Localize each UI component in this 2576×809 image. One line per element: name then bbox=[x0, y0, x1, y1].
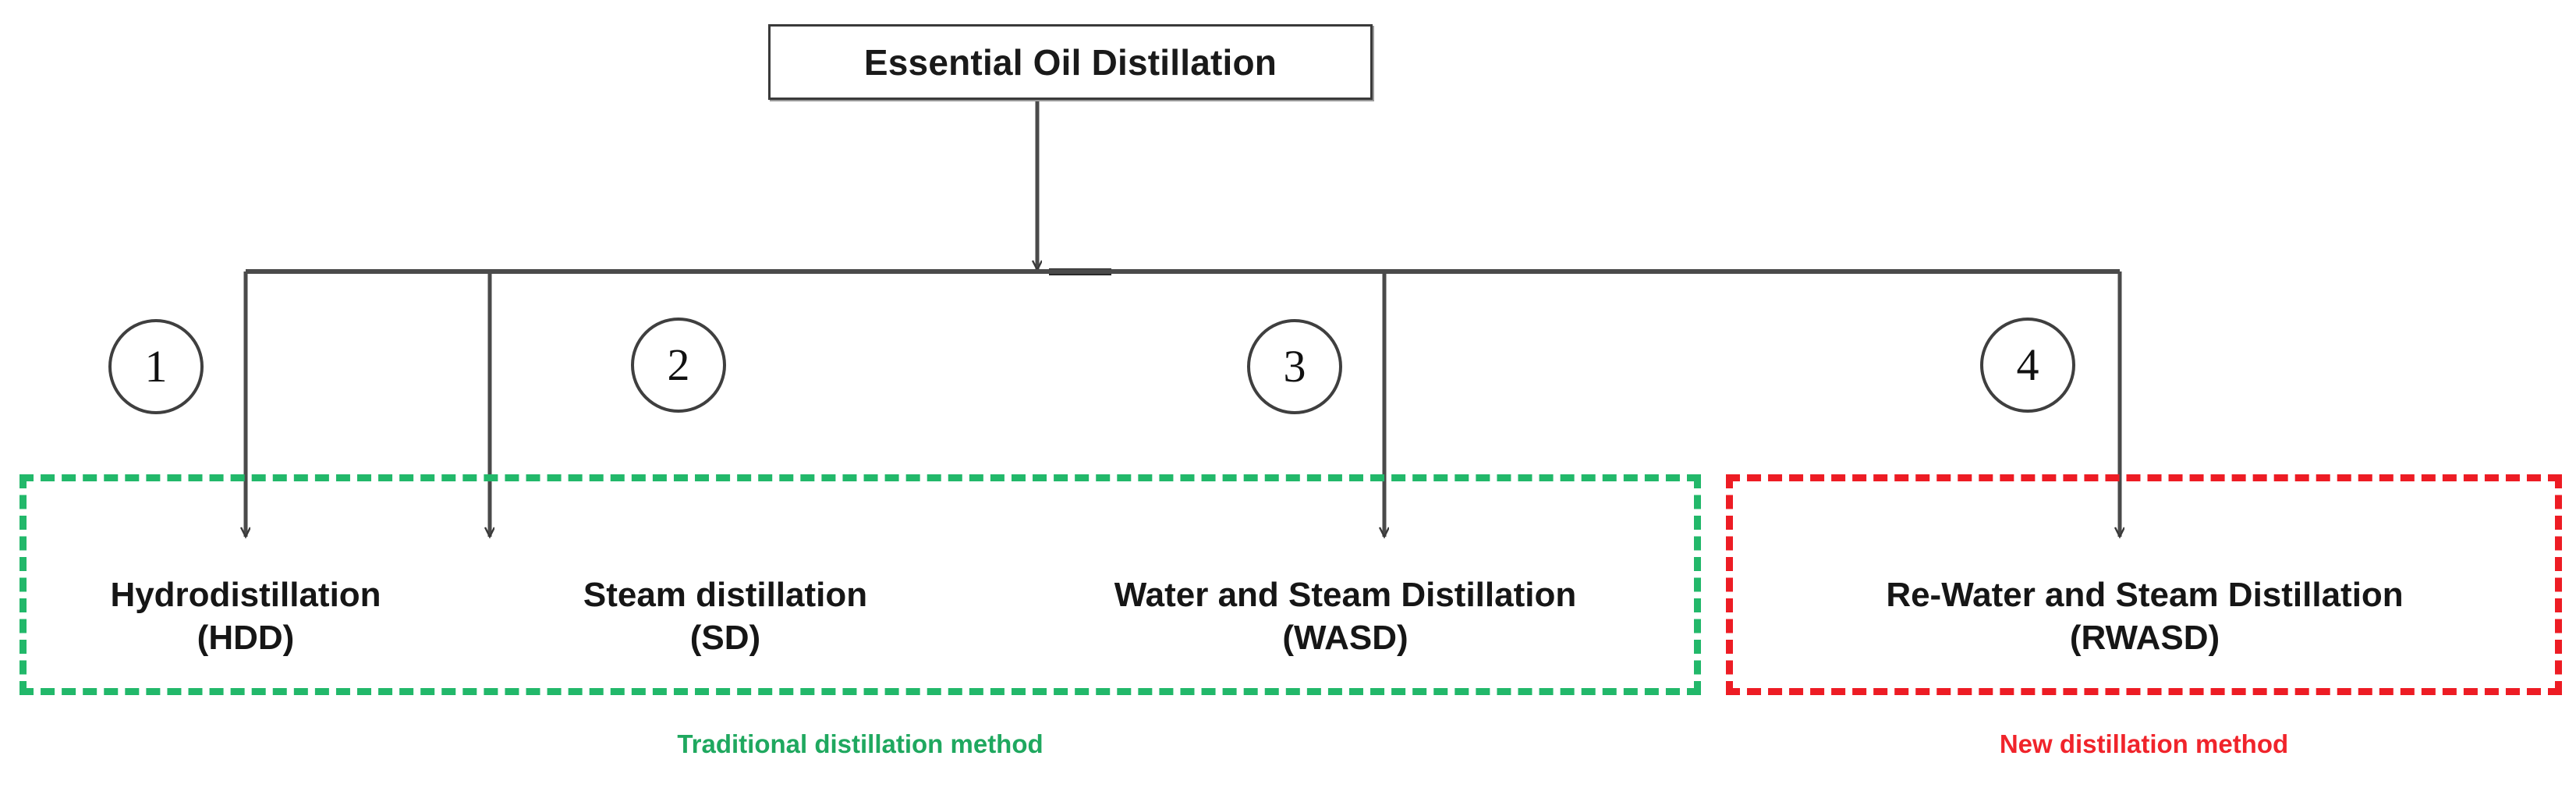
step-circle-4[interactable]: 4 bbox=[1980, 318, 2075, 413]
group-caption-new: New distillation method bbox=[1999, 729, 2289, 758]
step-circle-2[interactable]: 2 bbox=[631, 318, 726, 413]
root-node-label: Essential Oil Distillation bbox=[863, 41, 1277, 83]
root-node[interactable]: Essential Oil Distillation bbox=[768, 24, 1373, 100]
step-circle-1[interactable]: 1 bbox=[108, 319, 204, 414]
method-node-sd[interactable]: Steam distillation (SD) bbox=[583, 576, 868, 657]
step-circle-4-label: 4 bbox=[2016, 339, 2039, 390]
step-circle-2-label: 2 bbox=[667, 339, 690, 390]
group-caption-traditional: Traditional distillation method bbox=[677, 729, 1044, 758]
step-circle-3[interactable]: 3 bbox=[1247, 319, 1342, 414]
trunk-junction-nub bbox=[1049, 268, 1111, 275]
group-box-new bbox=[1726, 474, 2562, 695]
step-circle-3-label: 3 bbox=[1283, 341, 1306, 392]
method-node-rwasd[interactable]: Re-Water and Steam Distillation (RWASD) bbox=[1886, 576, 2404, 657]
method-node-wasd[interactable]: Water and Steam Distillation (WASD) bbox=[1114, 576, 1577, 657]
method-node-hdd[interactable]: Hydrodistillation (HDD) bbox=[110, 576, 381, 657]
group-box-traditional bbox=[19, 474, 1701, 695]
step-circle-1-label: 1 bbox=[144, 341, 168, 392]
